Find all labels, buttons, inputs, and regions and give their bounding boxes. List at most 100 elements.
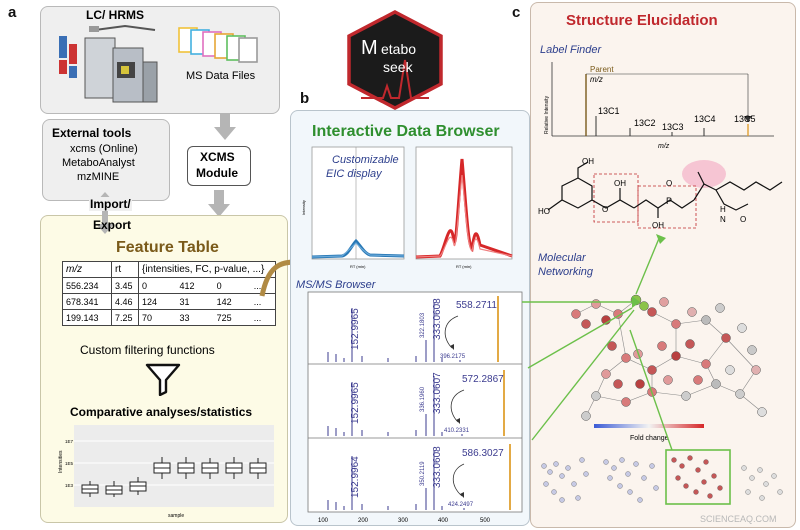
x-tick: 300 — [398, 518, 409, 524]
atom-label: HO — [538, 207, 550, 216]
eic-label-2: EIC display — [326, 168, 382, 180]
external-tool-1: xcms (Online) — [70, 143, 138, 155]
logo-seek: seek — [383, 59, 414, 75]
ms-data-files-icon — [178, 27, 258, 63]
header-rt: rt — [111, 261, 139, 278]
molecular-network — [571, 294, 767, 421]
cell-rt: 4.46 — [111, 293, 139, 310]
table-row: 678.341 4.46 124 31 142 ... — [62, 293, 276, 310]
peak-label: 152.9965 — [350, 382, 361, 424]
chemical-structure: OH HO OH O P O OH H N O — [538, 157, 783, 230]
atom-label: OH — [652, 221, 664, 230]
xcms-label-1: XCMS — [200, 150, 235, 164]
cell-value: 0 — [213, 277, 251, 294]
xcms-module-box — [187, 146, 251, 186]
parent-mz-label: m/z — [590, 75, 603, 84]
peak-label: 322.1803 — [420, 312, 426, 338]
precursor-label: 572.2867 — [462, 374, 504, 385]
c13-label-3: 13C3 — [662, 122, 684, 132]
peak-label: 333.0608 — [432, 446, 443, 488]
ms-data-files-label: MS Data Files — [186, 70, 256, 82]
cell-mz: 556.234 — [62, 277, 112, 294]
fragment-label: 410.2331 — [444, 428, 470, 434]
logo-etabo: etabo — [381, 41, 416, 57]
header-values: {intensities, FC, p-value, ...} — [138, 261, 276, 278]
atom-label: O — [666, 179, 672, 188]
c13-label-1: 13C1 — [598, 106, 620, 116]
import-export-label-1: Import/ — [89, 197, 132, 211]
peak-label: 152.9964 — [350, 456, 361, 498]
atom-label: OH — [582, 157, 594, 166]
msms-browser-label: MS/MS Browser — [296, 279, 376, 291]
boxplot-tick-3: 1E3 — [65, 483, 74, 488]
structure-elucidation-title: Structure Elucidation — [566, 12, 718, 29]
atom-label: OH — [614, 179, 626, 188]
molecular-networking-label-2: Networking — [538, 266, 594, 278]
atom-label: N — [720, 215, 726, 224]
arrow-xcms-to-feature-table — [208, 190, 230, 217]
arrow-lc-to-xcms — [214, 113, 236, 140]
feature-table: m/z rt {intensities, FC, p-value, ...} 5… — [62, 261, 276, 326]
cell-rt: 7.25 — [111, 309, 139, 326]
cell-mz: 199.143 — [62, 309, 112, 326]
logo-big-m: M — [361, 37, 378, 59]
cell-rt: 3.45 — [111, 277, 139, 294]
x-axis-mz-label: m/z — [658, 143, 670, 150]
funnel-icon — [145, 363, 181, 396]
cell-mz: 678.341 — [62, 293, 112, 310]
eic-label-1: Customizable — [332, 154, 399, 166]
metaboseek-logo: M etabo seek — [347, 10, 443, 110]
import-export-label-2: Export — [93, 218, 132, 232]
atom-label: P — [666, 196, 672, 206]
table-row: 556.234 3.45 0 412 0 ... — [62, 277, 276, 294]
x-tick: 100 — [318, 518, 329, 524]
fragment-label: 396.2175 — [440, 354, 466, 360]
rel-intensity-label: Relative Intensity — [544, 95, 550, 134]
header-mz: m/z — [62, 261, 112, 278]
atom-label: O — [740, 215, 746, 224]
x-tick: 200 — [358, 518, 369, 524]
feature-table-header-row: m/z rt {intensities, FC, p-value, ...} — [62, 261, 276, 278]
peak-label: 152.9965 — [350, 308, 361, 350]
data-browser-title: Interactive Data Browser — [312, 123, 500, 140]
cell-value: 124 — [138, 293, 177, 310]
lc-instrument-icon — [59, 24, 158, 103]
panel-letter-c: c — [512, 4, 521, 21]
comparative-stats-label: Comparative analyses/statistics — [70, 405, 253, 419]
atom-label: H — [720, 205, 726, 214]
boxplot-chart: Intensities 1E7 1E5 1E3 sample — [58, 425, 274, 519]
structure-elucidation-box — [530, 2, 796, 528]
parent-label: Parent — [590, 65, 614, 74]
panel-letter-a: a — [8, 4, 17, 21]
msms-spectrum-3: 152.9964 350.2119 333.0608 586.3027 424.… — [327, 444, 511, 510]
precursor-label: 558.2711 — [456, 300, 497, 311]
external-tools-title: External tools — [52, 126, 132, 140]
msms-spectra: 152.9965 322.1803 333.0608 558.2711 396.… — [307, 291, 523, 524]
msms-spectrum-2: 152.9965 336.1960 333.0607 572.2867 410.… — [327, 370, 505, 436]
peak-label: 336.1960 — [420, 386, 426, 412]
fragment-label: 424.2497 — [448, 502, 474, 508]
precursor-label: 586.3027 — [462, 448, 504, 459]
fold-change-label: Fold change — [630, 435, 669, 442]
cell-ellipsis: ... — [250, 309, 276, 326]
x-tick: 500 — [480, 518, 491, 524]
cell-value: 725 — [213, 309, 251, 326]
cell-value: 70 — [138, 309, 177, 326]
eic-red-plot: RT (min) — [415, 146, 513, 269]
custom-filter-label: Custom filtering functions — [80, 343, 215, 357]
eic-y-axis-label: Intensity — [301, 200, 306, 215]
boxplot-y-label: Intensities — [58, 450, 64, 473]
c13-label-4: 13C4 — [694, 114, 716, 124]
peak-label: 333.0608 — [432, 298, 443, 340]
peak-label: 350.2119 — [420, 461, 426, 486]
peak-label: 333.0607 — [432, 372, 443, 414]
cell-value: 412 — [176, 277, 214, 294]
label-finder-label: Label Finder — [540, 44, 602, 56]
x-tick: 400 — [438, 518, 449, 524]
boxplot-tick-2: 1E5 — [65, 461, 74, 466]
boxplot-x-label: sample — [168, 513, 184, 519]
cell-value: 142 — [213, 293, 251, 310]
watermark: SCIENCEAQ.COM — [700, 514, 777, 524]
c13-label-2: 13C2 — [634, 118, 656, 128]
msms-spectrum-1: 152.9965 322.1803 333.0608 558.2711 396.… — [327, 296, 499, 362]
